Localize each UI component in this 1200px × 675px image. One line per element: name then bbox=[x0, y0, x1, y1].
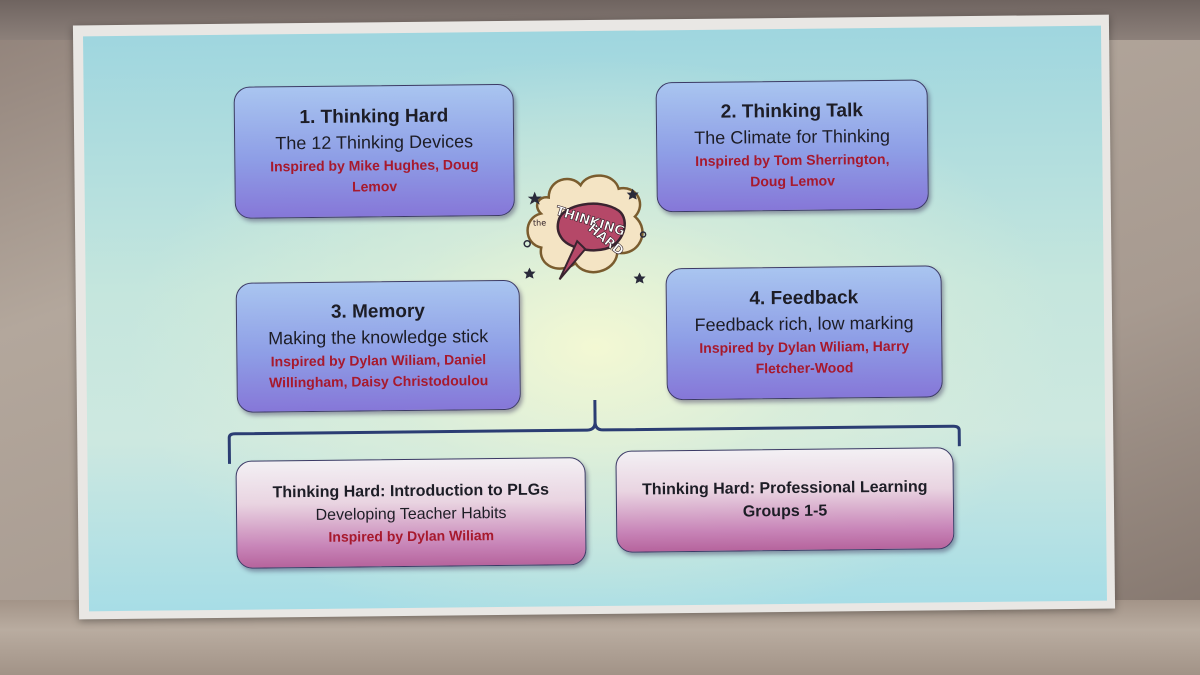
box-credit: Inspired by Mike Hughes, Doug bbox=[270, 156, 479, 175]
thinking-hard-logo: THINKING HARD the bbox=[523, 174, 647, 284]
box-title: 1. Thinking Hard bbox=[299, 105, 449, 129]
box-credit: Inspired by Tom Sherrington, bbox=[695, 150, 890, 169]
presentation-slide: 1. Thinking Hard The 12 Thinking Devices… bbox=[83, 25, 1107, 612]
box-title: Groups 1-5 bbox=[742, 502, 828, 521]
box-title: 3. Memory bbox=[330, 300, 426, 323]
box-subtitle: Making the knowledge stick bbox=[268, 326, 489, 349]
box-title: Thinking Hard: Introduction to PLGs bbox=[272, 480, 550, 501]
circle-icon bbox=[639, 231, 647, 238]
box-title: 4. Feedback bbox=[749, 287, 859, 310]
box-subtitle: Developing Teacher Habits bbox=[315, 504, 507, 524]
intro-plgs-box: Thinking Hard: Introduction to PLGs Deve… bbox=[235, 457, 587, 569]
star-icon bbox=[523, 267, 536, 279]
logo-small-text: the bbox=[533, 219, 546, 228]
box-credit: Inspired by Dylan Wiliam, Harry bbox=[699, 337, 910, 356]
thinking-talk-box: 2. Thinking Talk The Climate for Thinkin… bbox=[655, 79, 929, 213]
professional-learning-groups-box: Thinking Hard: Professional Learning Gro… bbox=[615, 447, 955, 553]
box-credit: Inspired by Dylan Wiliam, Daniel bbox=[270, 351, 487, 370]
box-title: 2. Thinking Talk bbox=[720, 100, 864, 123]
star-icon bbox=[626, 188, 639, 200]
box-subtitle: Feedback rich, low marking bbox=[694, 312, 914, 335]
thinking-hard-box: 1. Thinking Hard The 12 Thinking Devices… bbox=[233, 83, 515, 219]
box-credit: Inspired by Dylan Wiliam bbox=[328, 526, 495, 545]
star-icon bbox=[527, 191, 542, 205]
feedback-box: 4. Feedback Feedback rich, low marking I… bbox=[665, 265, 943, 401]
memory-box: 3. Memory Making the knowledge stick Ins… bbox=[235, 279, 521, 413]
box-title: Thinking Hard: Professional Learning bbox=[642, 478, 928, 499]
star-icon bbox=[633, 272, 646, 284]
box-credit: Lemov bbox=[351, 178, 398, 195]
grouping-brace bbox=[227, 399, 961, 464]
box-credit: Willingham, Daisy Christodoulou bbox=[268, 372, 489, 391]
box-subtitle: The Climate for Thinking bbox=[694, 125, 891, 148]
box-subtitle: The 12 Thinking Devices bbox=[275, 131, 474, 154]
box-credit: Fletcher-Wood bbox=[755, 359, 854, 377]
circle-icon bbox=[523, 239, 531, 248]
box-credit: Doug Lemov bbox=[750, 172, 836, 190]
